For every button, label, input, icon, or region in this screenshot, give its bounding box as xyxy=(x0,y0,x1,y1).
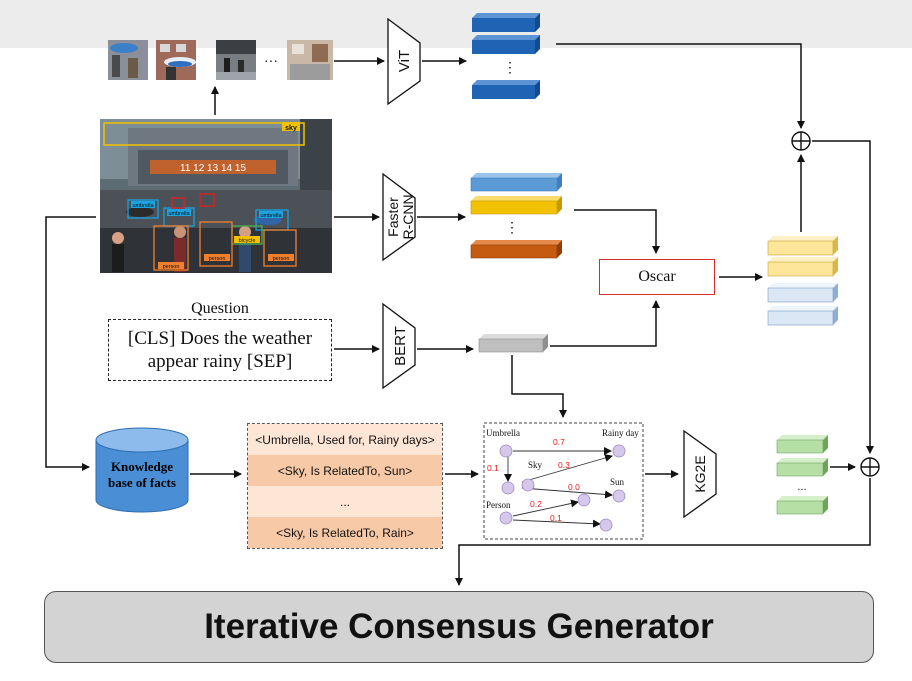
kg2e-feature-1 xyxy=(776,435,828,454)
fusion-plus-top xyxy=(791,131,811,151)
question-line-2: appear rainy [SEP] xyxy=(147,351,293,372)
graph-edge xyxy=(521,454,613,483)
tag-umbrella-1: umbrella xyxy=(132,203,154,209)
patch-3 xyxy=(216,40,256,80)
edge-weight: 0.1 xyxy=(487,463,499,473)
graph-node xyxy=(612,444,626,458)
knowledge-graph-panel: Umbrella Rainy day Sky Sun Person 0.7 0.… xyxy=(483,422,644,540)
tag-bicycle: bicycle xyxy=(239,238,256,244)
edge-weight: 0.2 xyxy=(530,499,542,509)
question-box: [CLS] Does the weather appear rainy [SEP… xyxy=(108,319,332,381)
question-label: Question xyxy=(191,300,249,317)
tag-umbrella-3: umbrella xyxy=(260,213,282,219)
knowledge-base-line-2: base of facts xyxy=(108,475,176,490)
rcnn-feature-orange xyxy=(470,240,562,259)
edge-weight: 0.0 xyxy=(568,482,580,492)
tag-person-1: person xyxy=(163,264,180,270)
fact-row: ... xyxy=(248,486,442,517)
oscar-output-features xyxy=(767,236,838,326)
kg2e-encoder: KG2E xyxy=(683,429,717,519)
top-band xyxy=(0,0,912,48)
rcnn-feature-yellow xyxy=(470,196,562,215)
question-line-1: [CLS] Does the weather xyxy=(127,328,313,349)
oscar-out-2 xyxy=(767,257,838,277)
rcnn-feature-blue xyxy=(470,173,562,192)
node-label-sky: Sky xyxy=(528,460,543,470)
patch-2 xyxy=(156,40,196,80)
kg2e-feature-3 xyxy=(776,496,828,515)
tag-person-2: person xyxy=(209,256,226,262)
oscar-box: Oscar xyxy=(599,259,715,295)
rcnn-features: ⋮ xyxy=(470,173,562,259)
graph-edge xyxy=(512,499,579,517)
kg2e-label: KG2E xyxy=(692,455,708,492)
edge-weight: 0.1 xyxy=(550,513,562,523)
graph-node xyxy=(499,511,513,525)
node-label-person: Person xyxy=(486,500,511,510)
scene-photo: 11 12 13 14 15 sky umbrella umbrella umb… xyxy=(100,119,332,273)
vit-ellipsis: ⋮ xyxy=(503,59,517,75)
graph-node xyxy=(577,493,591,507)
kg2e-ellipsis: ... xyxy=(797,481,806,493)
bert-label: BERT xyxy=(392,326,409,366)
graph-node xyxy=(501,481,515,495)
graph-node xyxy=(521,478,535,492)
node-label-sun: Sun xyxy=(610,477,625,487)
vit-feature-3 xyxy=(472,80,540,99)
connectors xyxy=(45,43,874,586)
graph-node xyxy=(499,444,513,458)
fusion-plus-bottom xyxy=(860,457,880,477)
rcnn-ellipsis: ⋮ xyxy=(505,219,519,235)
vit-encoder: ViT xyxy=(387,17,421,106)
iterative-consensus-generator: Iterative Consensus Generator xyxy=(44,591,874,663)
oscar-out-4 xyxy=(767,306,838,326)
graph-edge xyxy=(521,487,613,499)
kg2e-feature-2 xyxy=(776,458,828,477)
patch-1 xyxy=(108,40,148,80)
kg2e-features: ... xyxy=(776,435,828,515)
edge-weight: 0.7 xyxy=(553,437,565,447)
fact-row: <Sky, Is RelatedTo, Rain> xyxy=(248,517,442,548)
oscar-label: Oscar xyxy=(638,268,676,285)
clock-digits: 11 12 13 14 15 xyxy=(180,163,246,174)
oscar-out-1 xyxy=(767,236,838,256)
bert-encoder: BERT xyxy=(382,302,416,390)
bert-feature xyxy=(478,334,548,353)
graph-node xyxy=(612,489,626,503)
rcnn-label-line1: Faster xyxy=(385,197,401,237)
vit-features: ⋮ xyxy=(472,13,540,99)
tag-sky: sky xyxy=(285,125,297,132)
knowledge-base-line-1: Knowledge xyxy=(110,459,174,474)
vit-feature-1 xyxy=(472,13,540,32)
vit-feature-2 xyxy=(472,35,540,54)
image-patches: ··· xyxy=(108,40,333,80)
graph-node xyxy=(599,518,613,532)
facts-list: <Umbrella, Used for, Rainy days> <Sky, I… xyxy=(247,423,443,549)
edge-weight: 0.3 xyxy=(558,460,570,470)
node-label-rainy-day: Rainy day xyxy=(602,428,639,438)
faster-rcnn-encoder: Faster R-CNN xyxy=(382,172,416,262)
knowledge-base-cylinder xyxy=(95,427,189,513)
vit-label: ViT xyxy=(396,50,413,72)
oscar-out-3 xyxy=(767,283,838,303)
node-label-umbrella: Umbrella xyxy=(486,428,520,438)
tag-person-3: person xyxy=(273,256,290,262)
knowledge-base-label: Knowledge base of facts xyxy=(96,459,188,491)
generator-title: Iterative Consensus Generator xyxy=(204,607,714,646)
fact-row: <Umbrella, Used for, Rainy days> xyxy=(248,424,442,455)
patch-4 xyxy=(287,40,333,80)
graph-edge xyxy=(512,519,601,528)
fact-row: <Sky, Is RelatedTo, Sun> xyxy=(248,455,442,486)
patch-ellipsis: ··· xyxy=(264,52,278,68)
tag-umbrella-2: umbrella xyxy=(168,211,190,217)
rcnn-label-line2: R-CNN xyxy=(400,194,416,239)
